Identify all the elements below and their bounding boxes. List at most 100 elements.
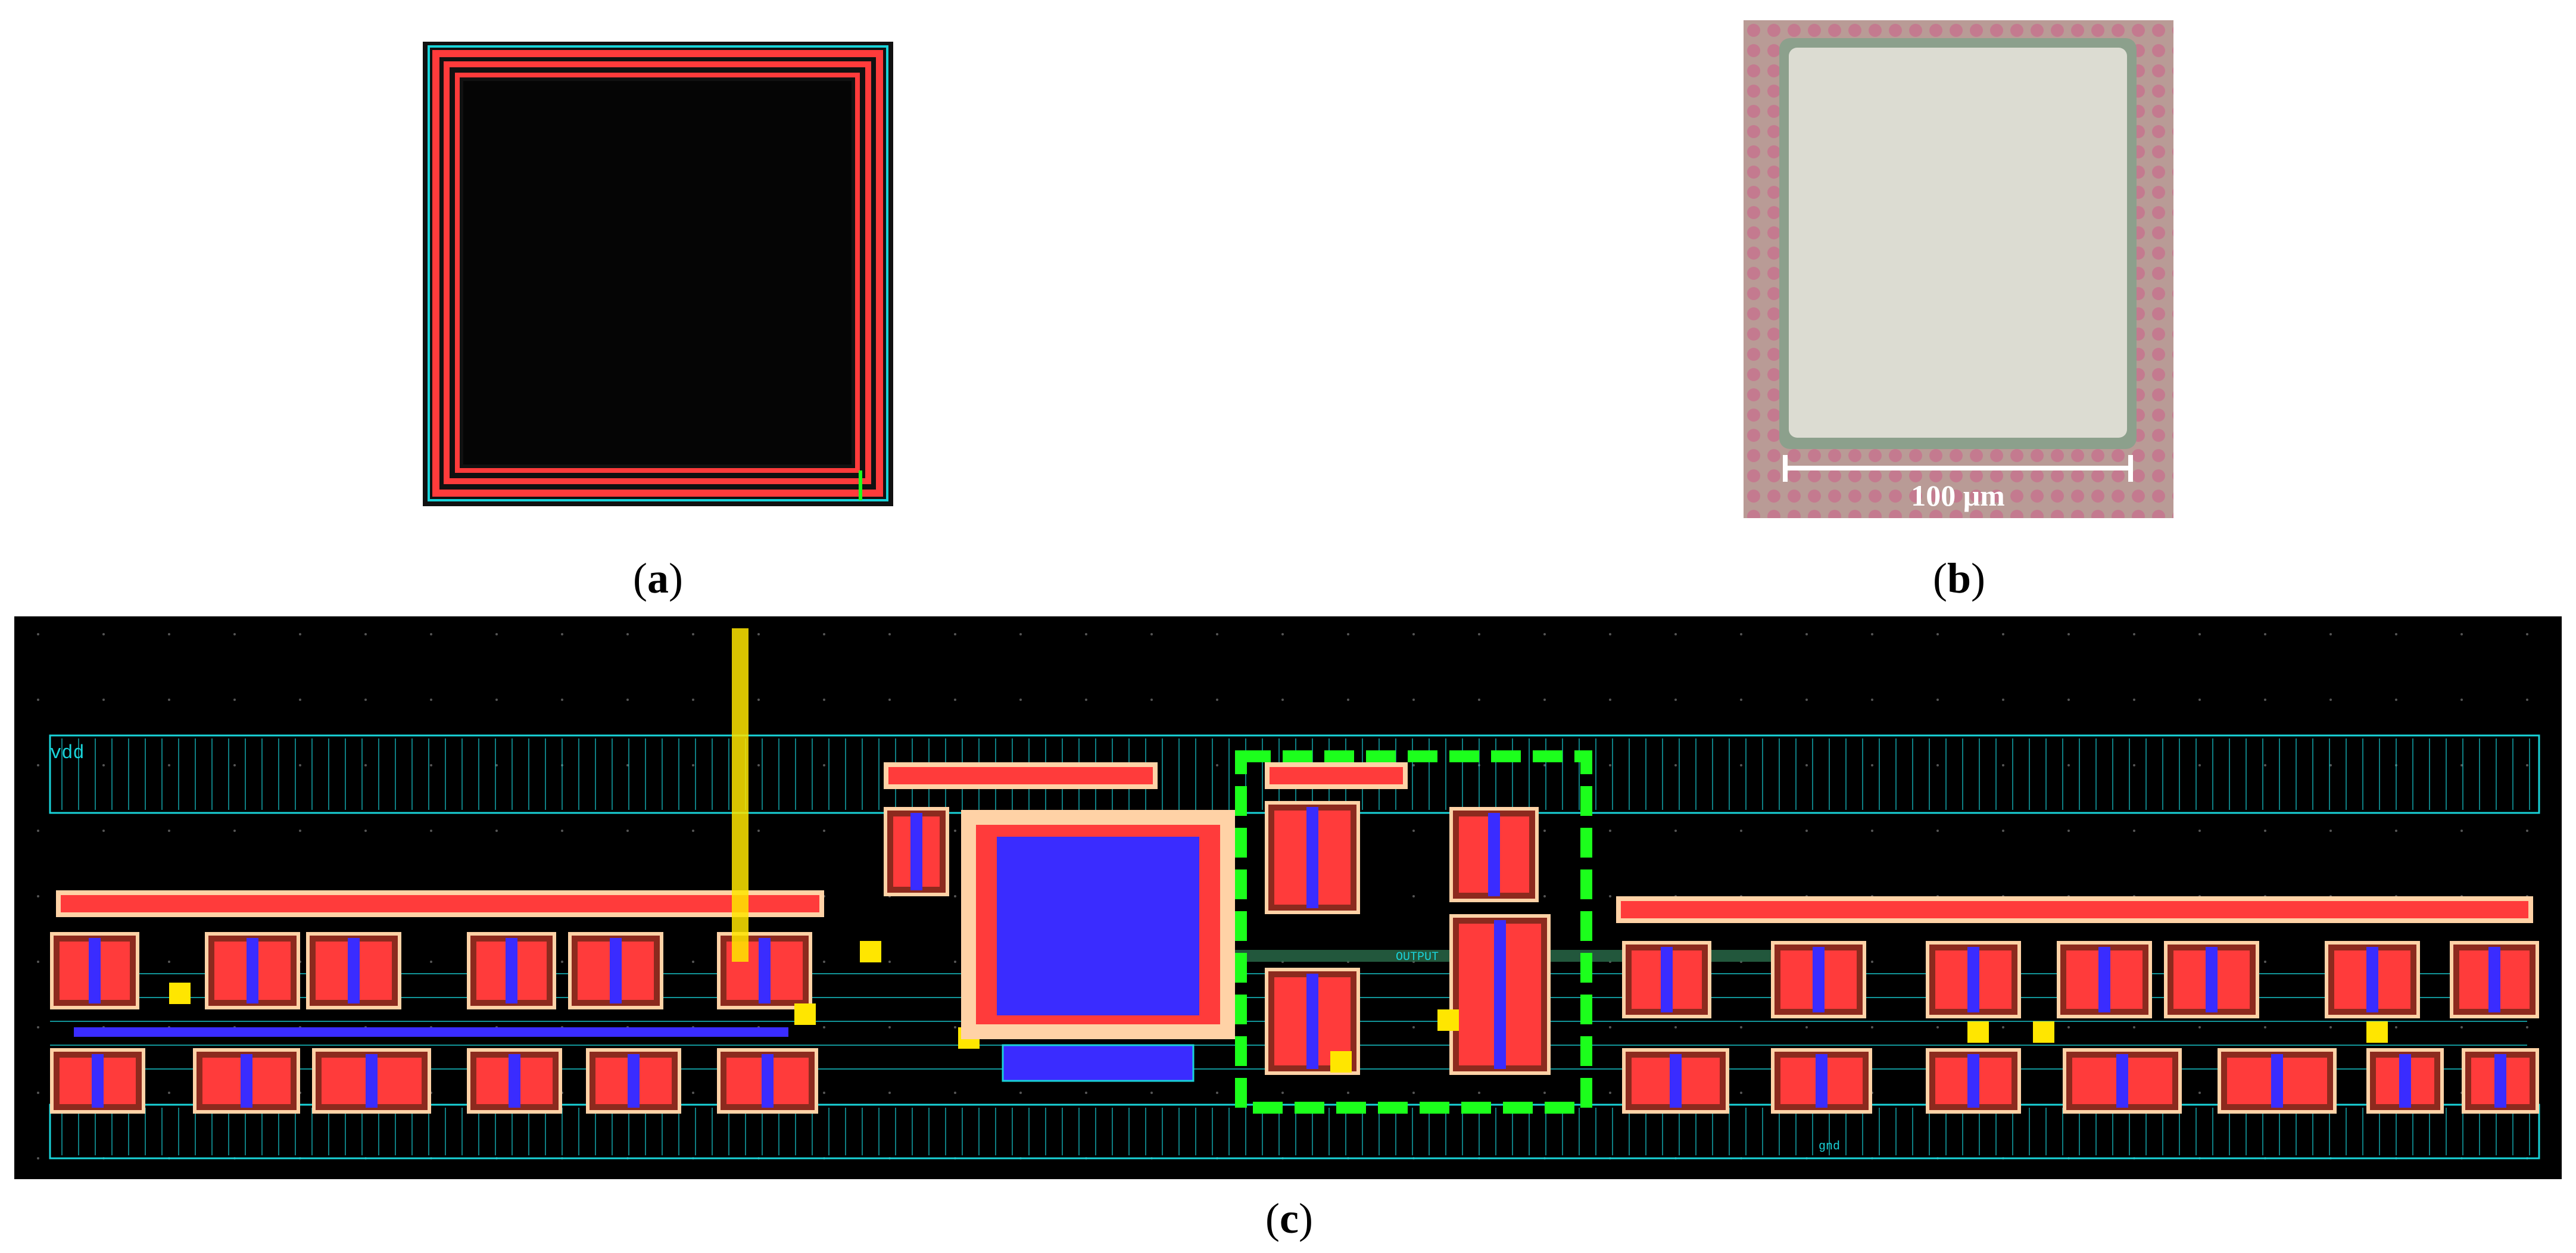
grid-dot	[823, 1092, 825, 1094]
grid-dot	[2002, 633, 2004, 635]
grid-dot	[1740, 830, 1742, 832]
grid-dot	[823, 699, 825, 701]
panel-c-svg: vdd OUTPUT gnd	[14, 616, 2562, 1179]
grid-dot	[2198, 1026, 2201, 1028]
grid-dot	[1543, 830, 1546, 832]
cell-gate	[241, 1054, 252, 1108]
grid-dot	[1150, 699, 1153, 701]
cell-gate	[2098, 947, 2110, 1012]
grid-dot	[168, 633, 170, 635]
cell-gate	[2206, 947, 2218, 1012]
cell-gate	[610, 938, 622, 1003]
grid-dot	[37, 699, 39, 701]
grid-dot	[954, 1026, 956, 1028]
cell-gate	[1306, 807, 1318, 908]
grid-dot	[888, 961, 891, 963]
panel-a-caption: (a)	[633, 554, 683, 602]
grid-dot	[1412, 830, 1415, 832]
panel-b-scale-label: 100 μm	[1911, 479, 2005, 512]
cell-gate	[759, 938, 771, 1003]
grid-dot	[1478, 633, 1480, 635]
grid-dot	[430, 961, 432, 963]
grid-dot	[954, 699, 956, 701]
grid-dot	[888, 1026, 891, 1028]
grid-dot	[2067, 633, 2070, 635]
grid-dot	[102, 764, 105, 766]
grid-dot	[2526, 830, 2528, 832]
grid-dot	[757, 764, 760, 766]
grid-dot	[2264, 1026, 2266, 1028]
cell-gate	[2399, 1054, 2411, 1108]
cell-gate	[1813, 947, 1825, 1012]
grid-dot	[1609, 895, 1611, 897]
grid-dot	[823, 830, 825, 832]
grid-dot	[2329, 1026, 2332, 1028]
grid-dot	[37, 961, 39, 963]
cell-gate	[2488, 947, 2500, 1012]
grid-dot	[1936, 764, 1939, 766]
grid-dot	[2133, 1026, 2135, 1028]
grid-dot	[2264, 961, 2266, 963]
cell-gate	[2271, 1054, 2283, 1108]
grid-dot	[1609, 633, 1611, 635]
grid-dot	[757, 830, 760, 832]
grid-dot	[1674, 633, 1677, 635]
grid-dot	[168, 764, 170, 766]
grid-dot	[561, 961, 563, 963]
grid-dot	[1936, 1026, 1939, 1028]
grid-dot	[626, 633, 629, 635]
grid-dot	[1674, 699, 1677, 701]
grid-dot	[1543, 895, 1546, 897]
grid-dot	[2264, 633, 2266, 635]
grid-dot	[102, 699, 105, 701]
grid-dot	[1281, 633, 1284, 635]
grid-dot	[2526, 1026, 2528, 1028]
grid-dot	[1412, 1026, 1415, 1028]
grid-dot	[168, 961, 170, 963]
grid-dot	[37, 895, 39, 897]
poly-route	[74, 1027, 788, 1037]
grid-dot	[692, 699, 694, 701]
grid-dot	[1412, 699, 1415, 701]
panel-a-layout	[423, 42, 893, 506]
grid-dot	[2264, 764, 2266, 766]
grid-dot	[2133, 633, 2135, 635]
grid-dot	[2526, 633, 2528, 635]
grid-dot	[888, 699, 891, 701]
grid-dot	[2198, 764, 2201, 766]
grid-dot	[430, 699, 432, 701]
grid-dot	[1609, 830, 1611, 832]
grid-dot	[2395, 633, 2397, 635]
grid-dot	[37, 830, 39, 832]
grid-dot	[1478, 699, 1480, 701]
grid-dot	[2002, 830, 2004, 832]
panel-c-yellow-strap	[732, 628, 749, 962]
grid-dot	[954, 961, 956, 963]
grid-dot	[1347, 1092, 1349, 1094]
grid-dot	[954, 633, 956, 635]
grid-dot	[1609, 1026, 1611, 1028]
grid-dot	[888, 633, 891, 635]
panel-b-micrograph: 100 μm	[1744, 20, 2173, 518]
grid-dot	[2198, 1092, 2201, 1094]
grid-dot	[1085, 699, 1087, 701]
cell-gate	[366, 1054, 378, 1108]
grid-dot	[1871, 961, 1873, 963]
cell-gate	[910, 813, 922, 890]
grid-dot	[1412, 1092, 1415, 1094]
cell-gate	[247, 938, 258, 1003]
grid-dot	[2002, 764, 2004, 766]
grid-dot	[364, 830, 367, 832]
contact	[2366, 1021, 2388, 1043]
grid-dot	[2198, 699, 2201, 701]
grid-dot	[1805, 1026, 1808, 1028]
grid-dot	[2067, 764, 2070, 766]
grid-dot	[2329, 633, 2332, 635]
grid-dot	[2067, 1026, 2070, 1028]
panel-c-label-output: OUTPUT	[1396, 950, 1439, 964]
grid-dot	[364, 764, 367, 766]
grid-dot	[495, 764, 498, 766]
grid-dot	[1609, 699, 1611, 701]
cell-gate	[1494, 920, 1506, 1069]
panel-a-core	[463, 81, 852, 465]
